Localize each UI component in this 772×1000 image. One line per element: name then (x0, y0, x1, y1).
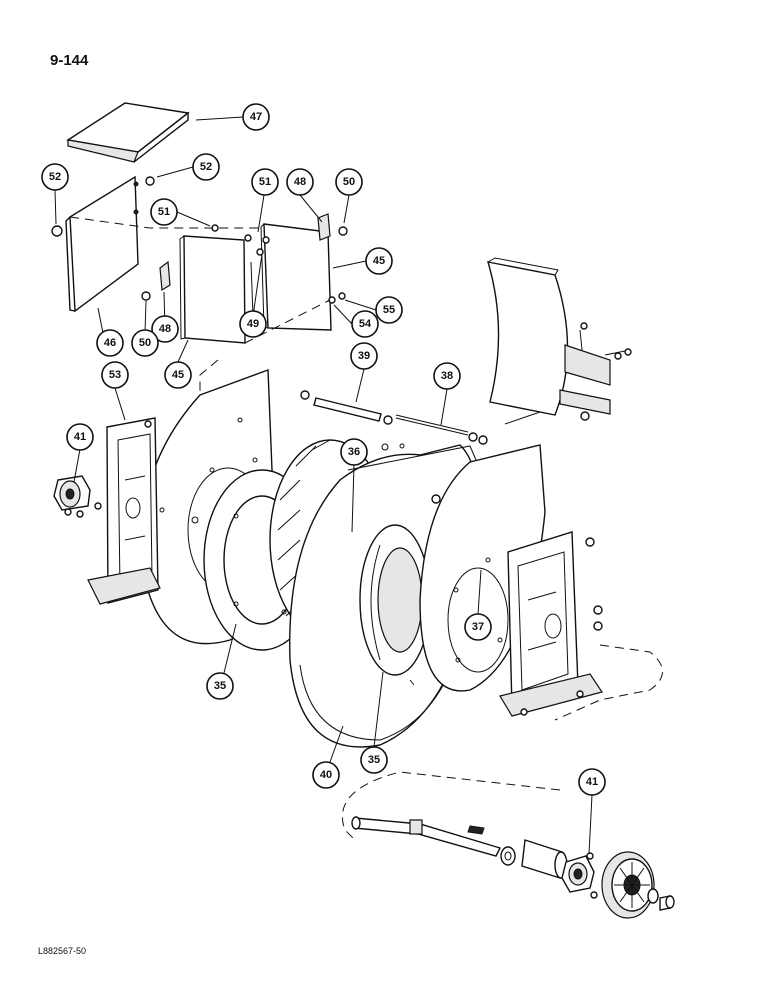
svg-text:50: 50 (139, 337, 151, 349)
right-bearing-flange (561, 852, 598, 899)
svg-text:45: 45 (172, 369, 184, 381)
callout-51-left: 51 (150, 198, 178, 226)
right-bearing-frame (499, 531, 603, 717)
callout-45-right: 45 (365, 247, 393, 275)
svg-text:41: 41 (586, 776, 598, 788)
svg-text:46: 46 (104, 337, 116, 349)
pulley-washer (647, 888, 675, 911)
callout-53: 53 (101, 361, 129, 389)
svg-text:37: 37 (472, 621, 484, 633)
shaft-key (467, 825, 485, 835)
threaded-rod-38 (395, 414, 488, 445)
fan-shaft (351, 816, 501, 857)
callout-45-left: 45 (164, 361, 192, 389)
svg-text:39: 39 (358, 350, 370, 362)
svg-text:35: 35 (368, 754, 380, 766)
callout-51-top: 51 (251, 168, 279, 196)
svg-text:36: 36 (348, 446, 360, 458)
svg-text:52: 52 (49, 171, 61, 183)
callout-41-left: 41 (66, 423, 94, 451)
shaft-collar (500, 846, 516, 866)
svg-text:41: 41 (74, 431, 86, 443)
callout-38: 38 (433, 362, 461, 390)
svg-text:51: 51 (158, 206, 170, 218)
callout-46: 46 (96, 329, 124, 357)
callout-52-left: 52 (41, 163, 69, 191)
callout-41-right: 41 (578, 768, 606, 796)
svg-text:54: 54 (359, 318, 372, 330)
svg-text:45: 45 (373, 255, 385, 267)
access-door-left (179, 235, 246, 344)
callout-36: 36 (340, 438, 368, 466)
svg-text:53: 53 (109, 369, 121, 381)
svg-text:38: 38 (441, 370, 453, 382)
svg-text:48: 48 (159, 323, 171, 335)
callout-48-top: 48 (286, 168, 314, 196)
callout-55: 55 (375, 296, 403, 324)
callout-47: 47 (242, 103, 270, 131)
inlet-cone-right (359, 524, 431, 686)
callout-50-left: 50 (131, 329, 159, 357)
side-cover-panel (65, 175, 139, 313)
callout-48-left: 48 (151, 315, 179, 343)
deflector-shield (487, 257, 632, 425)
page-number: 9-144 (50, 52, 89, 69)
drawing-code: L882567-50 (38, 946, 87, 956)
svg-text:51: 51 (259, 176, 271, 188)
callout-35-left: 35 (206, 672, 234, 700)
svg-text:48: 48 (294, 176, 306, 188)
top-cover-panel (66, 102, 190, 163)
left-bearing-frame (87, 417, 161, 605)
svg-text:40: 40 (320, 769, 332, 781)
callout-37: 37 (464, 613, 492, 641)
drive-pulley (601, 851, 655, 919)
svg-text:52: 52 (200, 161, 212, 173)
svg-text:50: 50 (343, 176, 355, 188)
svg-text:47: 47 (250, 111, 262, 123)
svg-text:35: 35 (214, 680, 226, 692)
callout-50-top: 50 (335, 168, 363, 196)
callout-52-top: 52 (192, 153, 220, 181)
callout-39: 39 (350, 342, 378, 370)
door-latch-hardware (51, 176, 348, 304)
callout-54: 54 (351, 310, 379, 338)
callout-40: 40 (312, 761, 340, 789)
svg-text:49: 49 (247, 318, 259, 330)
callout-49: 49 (239, 310, 267, 338)
svg-text:55: 55 (383, 304, 395, 316)
callout-35-right: 35 (360, 746, 388, 774)
rod-39 (300, 390, 393, 425)
shaft-spacer (521, 839, 568, 879)
left-bearing-flange (53, 475, 102, 518)
